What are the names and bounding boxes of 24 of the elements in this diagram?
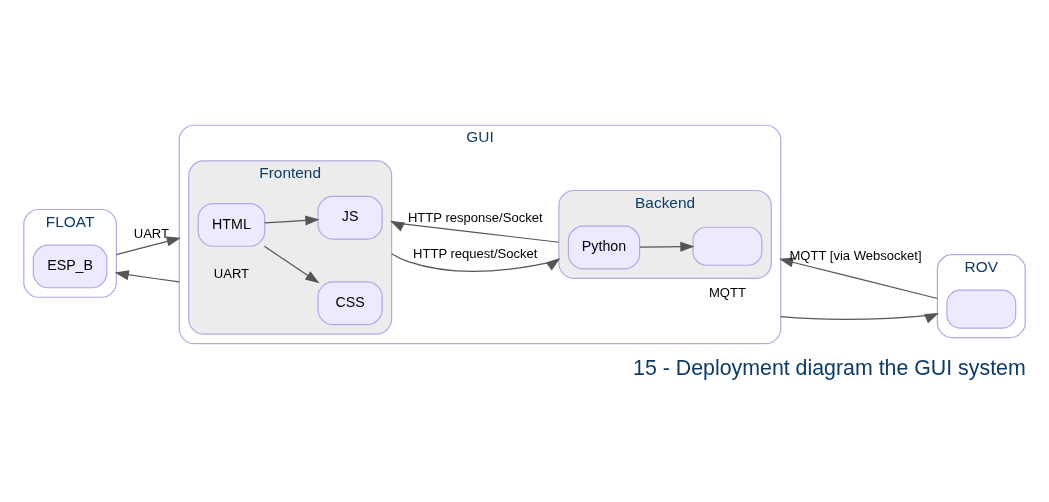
node-box: ESP_B <box>32 244 108 289</box>
edge-label: UART <box>133 225 170 241</box>
cluster: ROV <box>936 253 1026 339</box>
node-box: CSS <box>317 281 383 326</box>
edge-label: HTTP response/Socket <box>407 210 543 226</box>
node-box: JS <box>317 195 383 240</box>
edge-label: HTTP request/Socket <box>413 245 538 261</box>
arrow <box>391 253 561 272</box>
arrow <box>114 270 180 283</box>
arrow <box>263 245 320 284</box>
node-box <box>692 226 763 266</box>
arrow <box>390 220 560 243</box>
arrow <box>639 241 695 252</box>
node-box <box>946 289 1017 329</box>
caption: 15 - Deployment diagram the GUI system <box>633 355 1026 380</box>
node-box: HTML <box>197 202 266 247</box>
edge-label: MQTT <box>708 285 746 301</box>
edge-label: UART <box>213 266 250 282</box>
arrow <box>115 236 181 256</box>
node-box: Python <box>567 225 641 270</box>
arrow <box>780 312 940 324</box>
arrow <box>779 257 938 300</box>
edge-label: MQTT [via Websocket] <box>789 248 922 264</box>
arrow <box>264 215 320 226</box>
